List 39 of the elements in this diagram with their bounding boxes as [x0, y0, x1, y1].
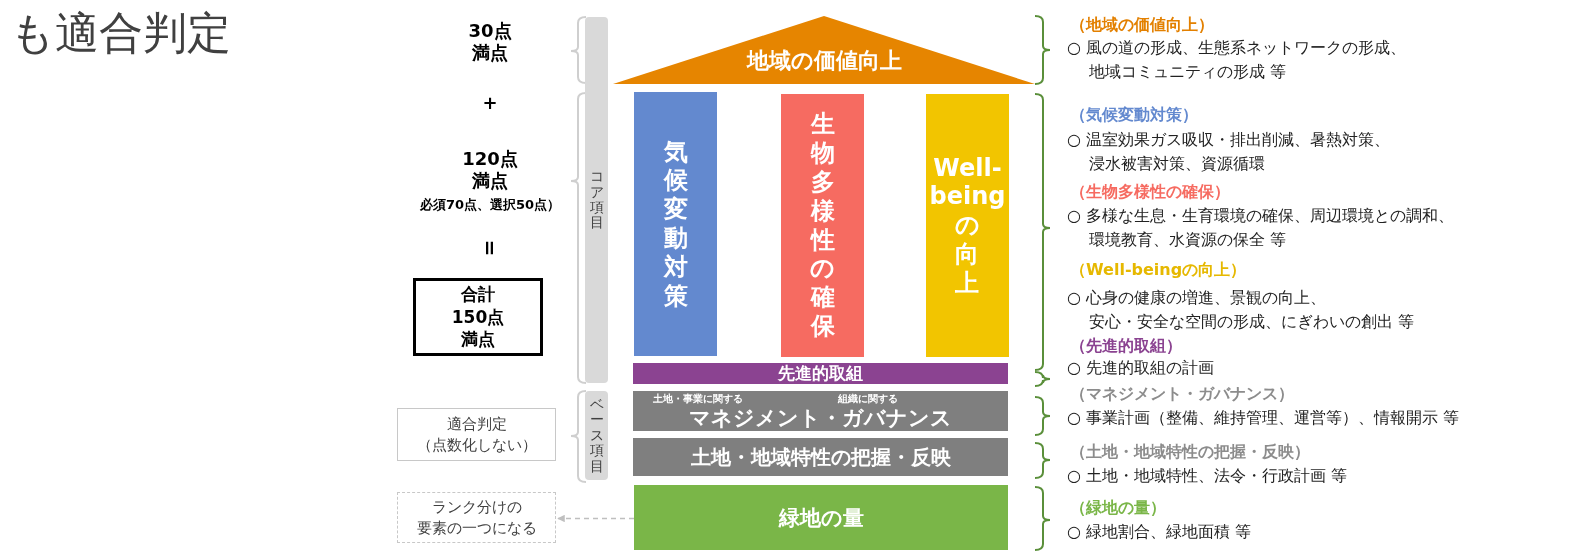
side-bar: ベース項目: [585, 391, 608, 480]
category-description: ○ 温室効果ガス吸収・排出削減、暑熱対策、浸水被害対策、資源循環: [1067, 129, 1391, 175]
category-heading: （地域の価値向上）: [1070, 15, 1214, 35]
band: 緑地の量: [634, 485, 1008, 550]
category-heading: （気候変動対策）: [1070, 105, 1198, 125]
band: 土地・地域特性の把握・反映: [633, 438, 1008, 476]
band: 先進的取組: [633, 363, 1008, 384]
category-heading: （先進的取組）: [1070, 336, 1182, 356]
total-box: 合計150点満点: [413, 278, 543, 356]
category-description: ○ 心身の健康の増進、景観の向上、安心・安全な空間の形成、にぎわいの創出 等: [1067, 287, 1414, 333]
band: [633, 391, 1008, 431]
category-description: ○ 土地・地域特性、法令・行政計画 等: [1067, 465, 1348, 487]
small-label: 組織に関する: [838, 392, 898, 406]
category-description: ○ 緑地割合、緑地面積 等: [1067, 521, 1252, 543]
category-description: ○ 先進的取組の計画: [1067, 357, 1215, 379]
arrow: [557, 514, 635, 523]
category-heading: （Well-beingの向上）: [1070, 260, 1247, 280]
category-heading: （土地・地域特性の把握・反映）: [1070, 442, 1310, 462]
band-label: マネジメント・ガバナンス: [688, 405, 953, 432]
pillar: Well-beingの向上: [926, 94, 1009, 357]
category-heading: （緑地の量）: [1070, 498, 1166, 518]
category-description: ○ 風の道の形成、生態系ネットワークの形成、地域コミュニティの形成 等: [1067, 37, 1407, 83]
small-label: 土地・事業に関する: [653, 392, 743, 406]
score-label: 120点満点: [461, 148, 519, 192]
plus-sign: +: [481, 92, 499, 114]
note-box: 適合判定（点数化しない）: [397, 408, 556, 461]
category-description: ○ 多様な生息・生育環境の確保、周辺環境との調和、環境教育、水資源の保全 等: [1067, 205, 1455, 251]
title: も適合判定: [10, 6, 231, 60]
category-heading: （生物多様性の確保）: [1070, 182, 1230, 202]
equals-sign: =: [479, 238, 501, 259]
dashed-box: ランク分けの要素の一つになる: [397, 492, 556, 543]
score-label: 30点満点: [467, 20, 513, 64]
pillar: 気候変動対策: [634, 92, 717, 356]
score-note: 必須70点、選択50点）: [418, 196, 562, 214]
side-bar: コア項目: [585, 17, 608, 383]
pillar: 生物多様性の確保: [781, 94, 864, 357]
category-description: ○ 事業計画（整備、維持管理、運営等）、情報開示 等: [1067, 407, 1460, 429]
category-heading: （マネジメント・ガバナンス）: [1070, 384, 1294, 404]
roof-triangle: 地域の価値向上: [613, 16, 1035, 84]
